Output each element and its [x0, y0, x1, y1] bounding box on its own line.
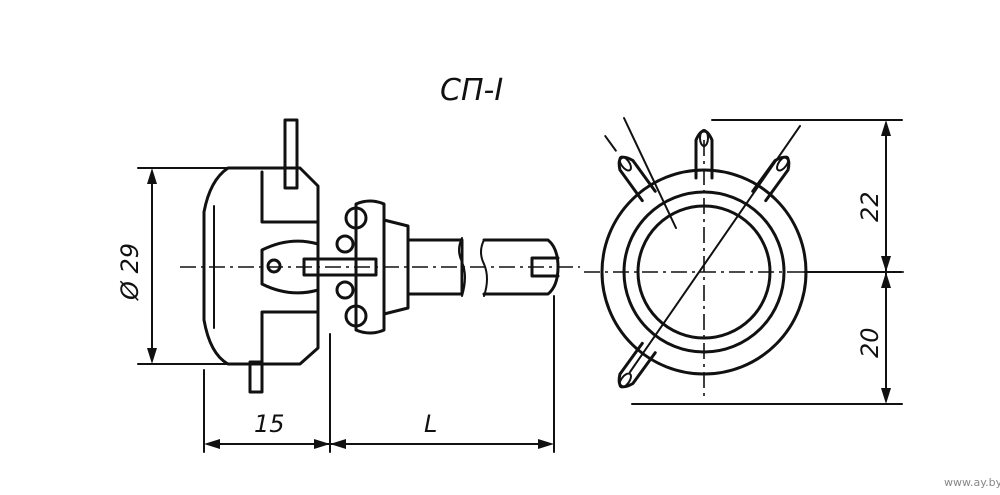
len-arrow-1 — [204, 439, 220, 449]
nut-lobe-1 — [344, 206, 368, 230]
front-view — [584, 117, 904, 400]
h-arrow-2 — [881, 256, 891, 272]
top-terminal-lug — [283, 118, 299, 190]
contact-rivet — [266, 258, 282, 274]
len-arrow-3 — [330, 439, 346, 449]
shaft-length-label: L — [424, 410, 437, 438]
len-arrow-2 — [314, 439, 330, 449]
upper-bracket-notch — [260, 170, 320, 224]
housing-body — [202, 166, 320, 366]
h-arrow-3 — [881, 272, 891, 288]
bushing-flange — [382, 218, 410, 316]
body-length-label: 15 — [254, 410, 285, 438]
nut-lobe-4 — [335, 280, 355, 300]
h-arrow-4 — [881, 388, 891, 404]
upper-left-leader — [623, 117, 677, 229]
mounting-nut — [354, 199, 386, 335]
lug-bottom — [617, 341, 657, 389]
diameter-label: Ø 29 — [116, 243, 144, 301]
lug-upper-left — [604, 135, 657, 203]
watermark-text: www.ay.by — [944, 476, 1000, 489]
side-view — [180, 118, 580, 394]
lug-upper-right — [751, 155, 791, 203]
bottom-terminal-lug — [248, 360, 264, 394]
nut-lobe-2 — [344, 304, 368, 328]
shaft-break-right — [480, 239, 488, 297]
nut-lobe-3 — [335, 234, 355, 254]
lug-top-hole — [699, 129, 709, 147]
dia-arrow-top — [147, 168, 157, 184]
shaft-stub — [406, 238, 464, 296]
upper-height-label: 22 — [856, 191, 884, 222]
lower-bracket-notch — [260, 310, 320, 366]
h-arrow-1 — [881, 120, 891, 136]
front-dimensions: 22 20 — [631, 119, 903, 405]
side-dimensions: Ø 29 15 L — [116, 167, 555, 453]
shaft-slot — [530, 256, 560, 278]
internal-contact — [260, 239, 320, 295]
middle-ring — [622, 190, 786, 354]
dia-arrow-bottom — [147, 348, 157, 364]
shaft-break-left — [458, 237, 466, 297]
drawing-title: СП-I — [440, 73, 503, 108]
flat-terminal — [302, 257, 378, 277]
len-arrow-4 — [538, 439, 554, 449]
lower-height-label: 20 — [856, 327, 884, 358]
inner-ring — [636, 204, 772, 340]
shaft-end — [482, 238, 560, 296]
